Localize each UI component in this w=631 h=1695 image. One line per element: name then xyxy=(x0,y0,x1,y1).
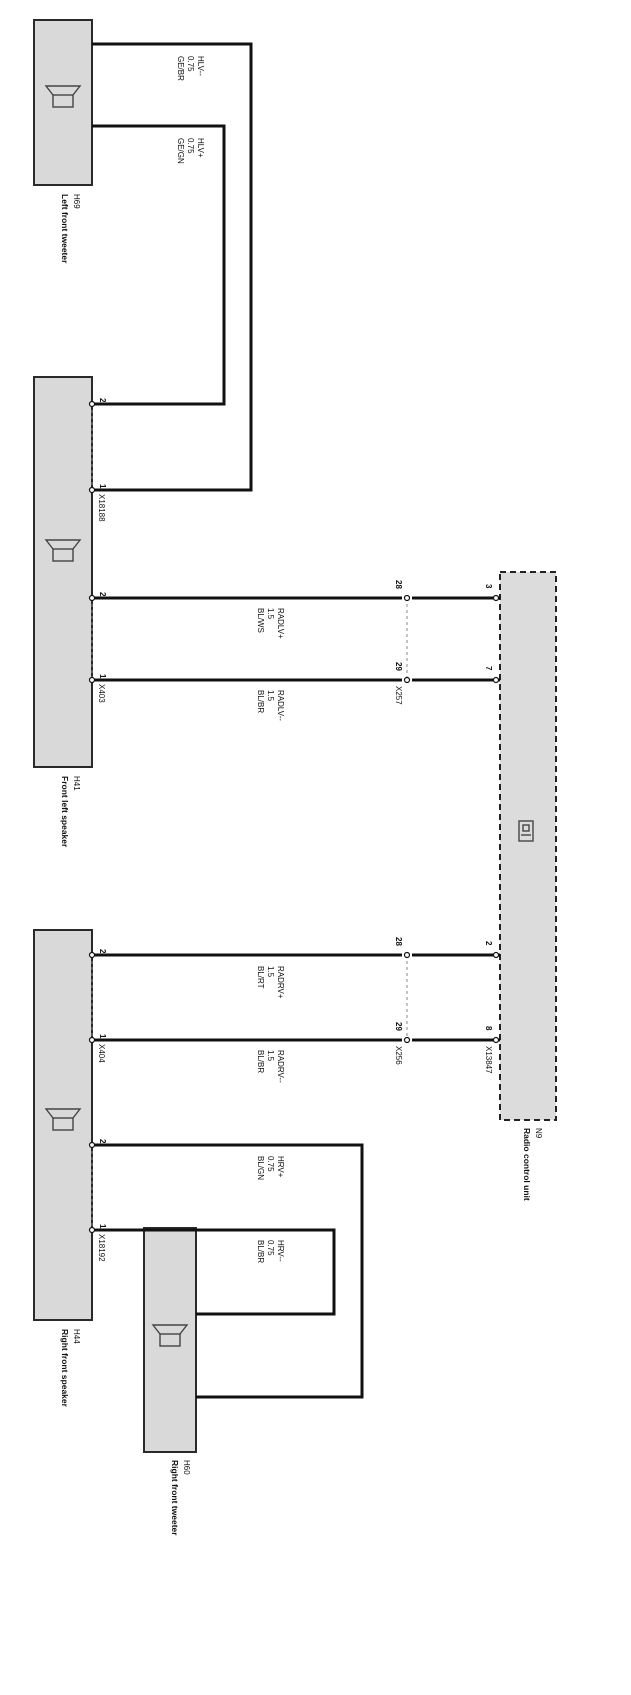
wire-label-radlv-minus: RADLV-- 1.5 BL/BR xyxy=(256,690,285,721)
pin-number: 7 xyxy=(484,666,493,671)
svg-text:BL/BR: BL/BR xyxy=(256,690,265,713)
svg-text:0.75: 0.75 xyxy=(186,56,195,72)
wire-hrv-minus xyxy=(92,1228,336,1316)
svg-text:BL/BR: BL/BR xyxy=(256,1240,265,1263)
pin-number: 29 xyxy=(394,662,403,671)
speaker-icon xyxy=(44,85,82,108)
connector-label: X18192 xyxy=(97,1234,106,1262)
speaker-icon xyxy=(151,1324,189,1347)
svg-text:1.5: 1.5 xyxy=(266,966,275,978)
svg-text:1.5: 1.5 xyxy=(266,690,275,702)
pin-number: 29 xyxy=(394,1022,403,1031)
caption-h41: H41 Front left speaker xyxy=(60,776,81,848)
speaker-icon xyxy=(44,539,82,562)
component-name: Right front tweeter xyxy=(170,1460,180,1536)
pin-markers xyxy=(88,400,500,1234)
svg-text:BL/GN: BL/GN xyxy=(256,1156,265,1180)
component-id: H44 xyxy=(72,1329,81,1344)
h69-left-front-tweeter-box xyxy=(33,19,93,186)
pin-number: 2 xyxy=(98,1139,107,1144)
pin-number: 1 xyxy=(98,484,107,489)
svg-text:RADRV--: RADRV-- xyxy=(276,1050,285,1083)
svg-text:BL/BR: BL/BR xyxy=(256,1050,265,1073)
svg-text:RADLV+: RADLV+ xyxy=(276,608,285,639)
caption-h60: H60 Right front tweeter xyxy=(170,1460,191,1536)
pin-number: 28 xyxy=(394,580,403,589)
connector-label: X403 xyxy=(97,684,106,703)
svg-text:1.5: 1.5 xyxy=(266,1050,275,1062)
component-name: Front left speaker xyxy=(60,776,70,848)
pin-number: 3 xyxy=(484,584,493,589)
svg-text:0.75: 0.75 xyxy=(266,1156,275,1172)
connector-label: X18188 xyxy=(97,494,106,522)
h60-right-front-tweeter-box xyxy=(143,1227,197,1453)
svg-text:GE/GN: GE/GN xyxy=(176,138,185,164)
pin-number: 8 xyxy=(484,1026,493,1031)
control-unit-icon xyxy=(518,820,534,842)
svg-text:HLV--: HLV-- xyxy=(196,56,205,76)
svg-text:0.75: 0.75 xyxy=(186,138,195,154)
svg-text:RADLV--: RADLV-- xyxy=(276,690,285,721)
wire-label-hrv-plus: HRV+ 0.75 BL/GN xyxy=(256,1156,285,1180)
wire-hlv-plus xyxy=(92,124,226,406)
pin-number: 1 xyxy=(98,1034,107,1039)
wire-hlv-minus xyxy=(92,42,253,492)
component-id: H60 xyxy=(182,1460,191,1475)
component-id: H41 xyxy=(72,776,81,791)
wire-label-radrv-plus: RADRV+ 1.5 BL/RT xyxy=(256,966,285,999)
component-name: Left front tweeter xyxy=(60,194,70,264)
wire-hrv-plus xyxy=(92,1143,364,1399)
svg-text:RADRV+: RADRV+ xyxy=(276,966,285,999)
pin-number: 2 xyxy=(484,941,493,946)
h41-front-left-speaker-box xyxy=(33,376,93,768)
svg-text:BL/WS: BL/WS xyxy=(256,608,265,633)
component-name: Radio control unit xyxy=(522,1128,532,1201)
wire-label-hrv-minus: HRV-- 0.75 BL/BR xyxy=(256,1240,285,1263)
connector-label: X257 xyxy=(394,686,403,705)
pin-number: 2 xyxy=(98,398,107,403)
component-id: N9 xyxy=(534,1128,543,1139)
svg-text:HLV+: HLV+ xyxy=(196,138,205,158)
svg-text:HRV+: HRV+ xyxy=(276,1156,285,1178)
component-id: H69 xyxy=(72,194,81,209)
wire-label-radrv-minus: RADRV-- 1.5 BL/BR xyxy=(256,1050,285,1083)
caption-n9: N9 Radio control unit xyxy=(522,1128,543,1201)
pin-number: 1 xyxy=(98,1224,107,1229)
connector-label: X256 xyxy=(394,1046,403,1065)
svg-text:0.75: 0.75 xyxy=(266,1240,275,1256)
svg-text:GE/BR: GE/BR xyxy=(176,56,185,81)
speaker-icon xyxy=(44,1108,82,1131)
pin-number: 2 xyxy=(98,949,107,954)
caption-h44: H44 Right front speaker xyxy=(60,1329,81,1408)
wire-label-hlv-plus: HLV+ 0.75 GE/GN xyxy=(176,138,205,164)
component-name: Right front speaker xyxy=(60,1329,70,1408)
n9-radio-control-unit-box xyxy=(499,571,557,1121)
pin-number: 2 xyxy=(98,592,107,597)
svg-text:1.5: 1.5 xyxy=(266,608,275,620)
connector-label: X404 xyxy=(97,1044,106,1063)
connector-label: X13847 xyxy=(484,1046,493,1074)
wire-label-hlv-minus: HLV-- 0.75 GE/BR xyxy=(176,56,205,81)
caption-h69: H69 Left front tweeter xyxy=(60,194,81,264)
h44-right-front-speaker-box xyxy=(33,929,93,1321)
wire-label-radlv-plus: RADLV+ 1.5 BL/WS xyxy=(256,608,285,639)
svg-text:BL/RT: BL/RT xyxy=(256,966,265,989)
pin-number: 28 xyxy=(394,937,403,946)
svg-text:HRV--: HRV-- xyxy=(276,1240,285,1262)
pin-number: 1 xyxy=(98,674,107,679)
